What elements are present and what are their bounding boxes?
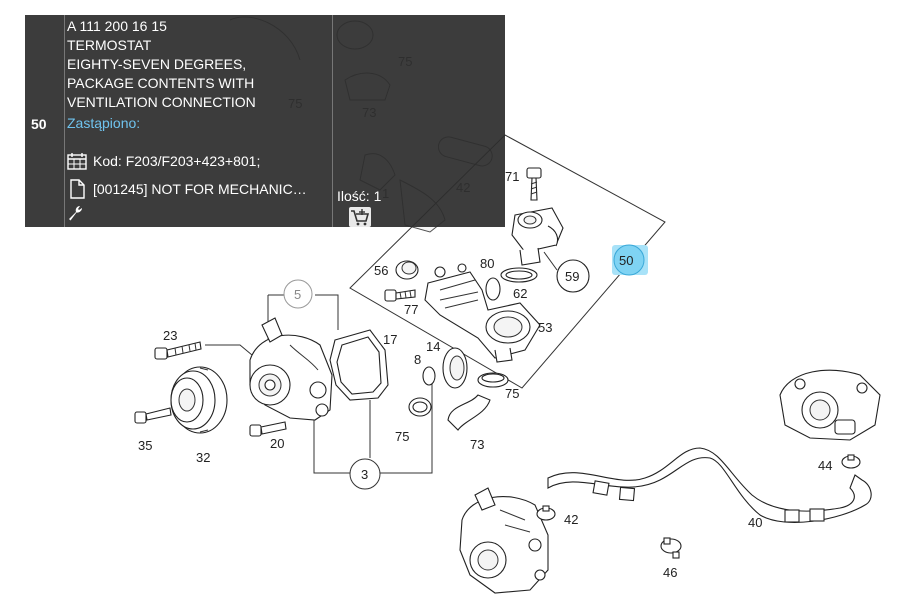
part-number: A 111 200 16 15	[67, 18, 167, 34]
gasket-17[interactable]	[329, 329, 389, 401]
callout-56[interactable]: 56	[374, 263, 388, 278]
wrench-icon[interactable]	[67, 205, 83, 221]
callout-5[interactable]: 5	[294, 287, 301, 302]
position-number: 50	[31, 116, 47, 132]
callout-71[interactable]: 71	[505, 169, 519, 184]
quantity-row: Ilość: 1	[337, 188, 381, 204]
clamp-46[interactable]	[660, 537, 682, 559]
callout-circle-3[interactable]	[349, 458, 381, 490]
water-pump-bottom[interactable]	[459, 487, 549, 594]
callout-circle-5[interactable]	[283, 279, 313, 309]
calendar-icon	[67, 153, 87, 170]
callout-73[interactable]: 73	[470, 437, 484, 452]
part-name-line-1: TERMOSTAT	[67, 37, 152, 53]
thermostat-housing[interactable]	[511, 207, 564, 266]
pulley-32[interactable]	[170, 366, 228, 434]
callout-44[interactable]: 44	[818, 458, 832, 473]
callout-75-right[interactable]: 75	[505, 386, 519, 401]
callout-8[interactable]: 8	[414, 352, 421, 367]
hose-73[interactable]	[447, 394, 491, 431]
replaced-link[interactable]: Zastąpiono:	[67, 115, 141, 131]
clamp-75-left[interactable]	[408, 397, 432, 417]
quantity-label: Ilość:	[337, 188, 370, 204]
code-row: Kod: F203/F203+423+801;	[67, 152, 260, 170]
oring-80[interactable]	[485, 277, 501, 301]
quantity-column: Ilość: 1	[333, 15, 505, 227]
callout-14[interactable]: 14	[426, 339, 440, 354]
callout-3[interactable]: 3	[361, 467, 368, 482]
quantity-value: 1	[373, 188, 382, 204]
bolt-35[interactable]	[134, 407, 172, 424]
hose-40[interactable]	[547, 447, 872, 523]
note-text[interactable]: [001245] NOT FOR MECHANIC…	[93, 181, 307, 197]
cap-56[interactable]	[395, 260, 419, 280]
callout-53[interactable]: 53	[538, 320, 552, 335]
bolt-20[interactable]	[249, 421, 287, 437]
callout-50[interactable]: 50	[619, 253, 633, 268]
callout-23[interactable]: 23	[163, 328, 177, 343]
callout-77[interactable]: 77	[404, 302, 418, 317]
part-info-tooltip: 50 A 111 200 16 15 TERMOSTAT EIGHTY-SEVE…	[25, 15, 505, 227]
callout-32[interactable]: 32	[196, 450, 210, 465]
code-text: Kod: F203/F203+423+801;	[93, 153, 261, 169]
document-icon	[70, 179, 85, 199]
callout-40[interactable]: 40	[748, 515, 762, 530]
clamp-75-right[interactable]	[477, 372, 509, 388]
callout-62[interactable]: 62	[513, 286, 527, 301]
callout-75-left[interactable]: 75	[395, 429, 409, 444]
bolt-71[interactable]	[526, 167, 542, 201]
flange-14[interactable]	[442, 347, 468, 389]
callout-17[interactable]: 17	[383, 332, 397, 347]
clamp-44[interactable]	[841, 454, 861, 469]
part-name-line-4: VENTILATION CONNECTION	[67, 94, 256, 110]
wrench-row	[67, 205, 89, 221]
callout-80[interactable]: 80	[480, 256, 494, 271]
water-pump[interactable]	[249, 317, 333, 421]
screw-77[interactable]	[384, 289, 416, 302]
callout-20[interactable]: 20	[270, 436, 284, 451]
clamp-42[interactable]	[536, 505, 556, 521]
note-row: [001245] NOT FOR MECHANIC…	[67, 179, 307, 199]
coolant-housing-53[interactable]	[424, 263, 541, 363]
callout-circle-50[interactable]	[613, 244, 645, 276]
callout-42[interactable]: 42	[564, 512, 578, 527]
throttle-body[interactable]	[779, 369, 881, 441]
callout-35[interactable]: 35	[138, 438, 152, 453]
callout-59[interactable]: 59	[565, 269, 579, 284]
callout-46[interactable]: 46	[663, 565, 677, 580]
part-name-line-2: EIGHTY-SEVEN DEGREES,	[67, 56, 247, 72]
callout-circle-59[interactable]	[556, 259, 590, 293]
description-column: A 111 200 16 15 TERMOSTAT EIGHTY-SEVEN D…	[65, 15, 333, 227]
nut-8[interactable]	[422, 366, 436, 386]
position-column: 50	[25, 15, 65, 227]
cart-icon	[351, 209, 370, 226]
bolt-23[interactable]	[154, 341, 202, 360]
part-name-line-3: PACKAGE CONTENTS WITH	[67, 75, 255, 91]
add-to-cart-button[interactable]	[349, 207, 371, 227]
